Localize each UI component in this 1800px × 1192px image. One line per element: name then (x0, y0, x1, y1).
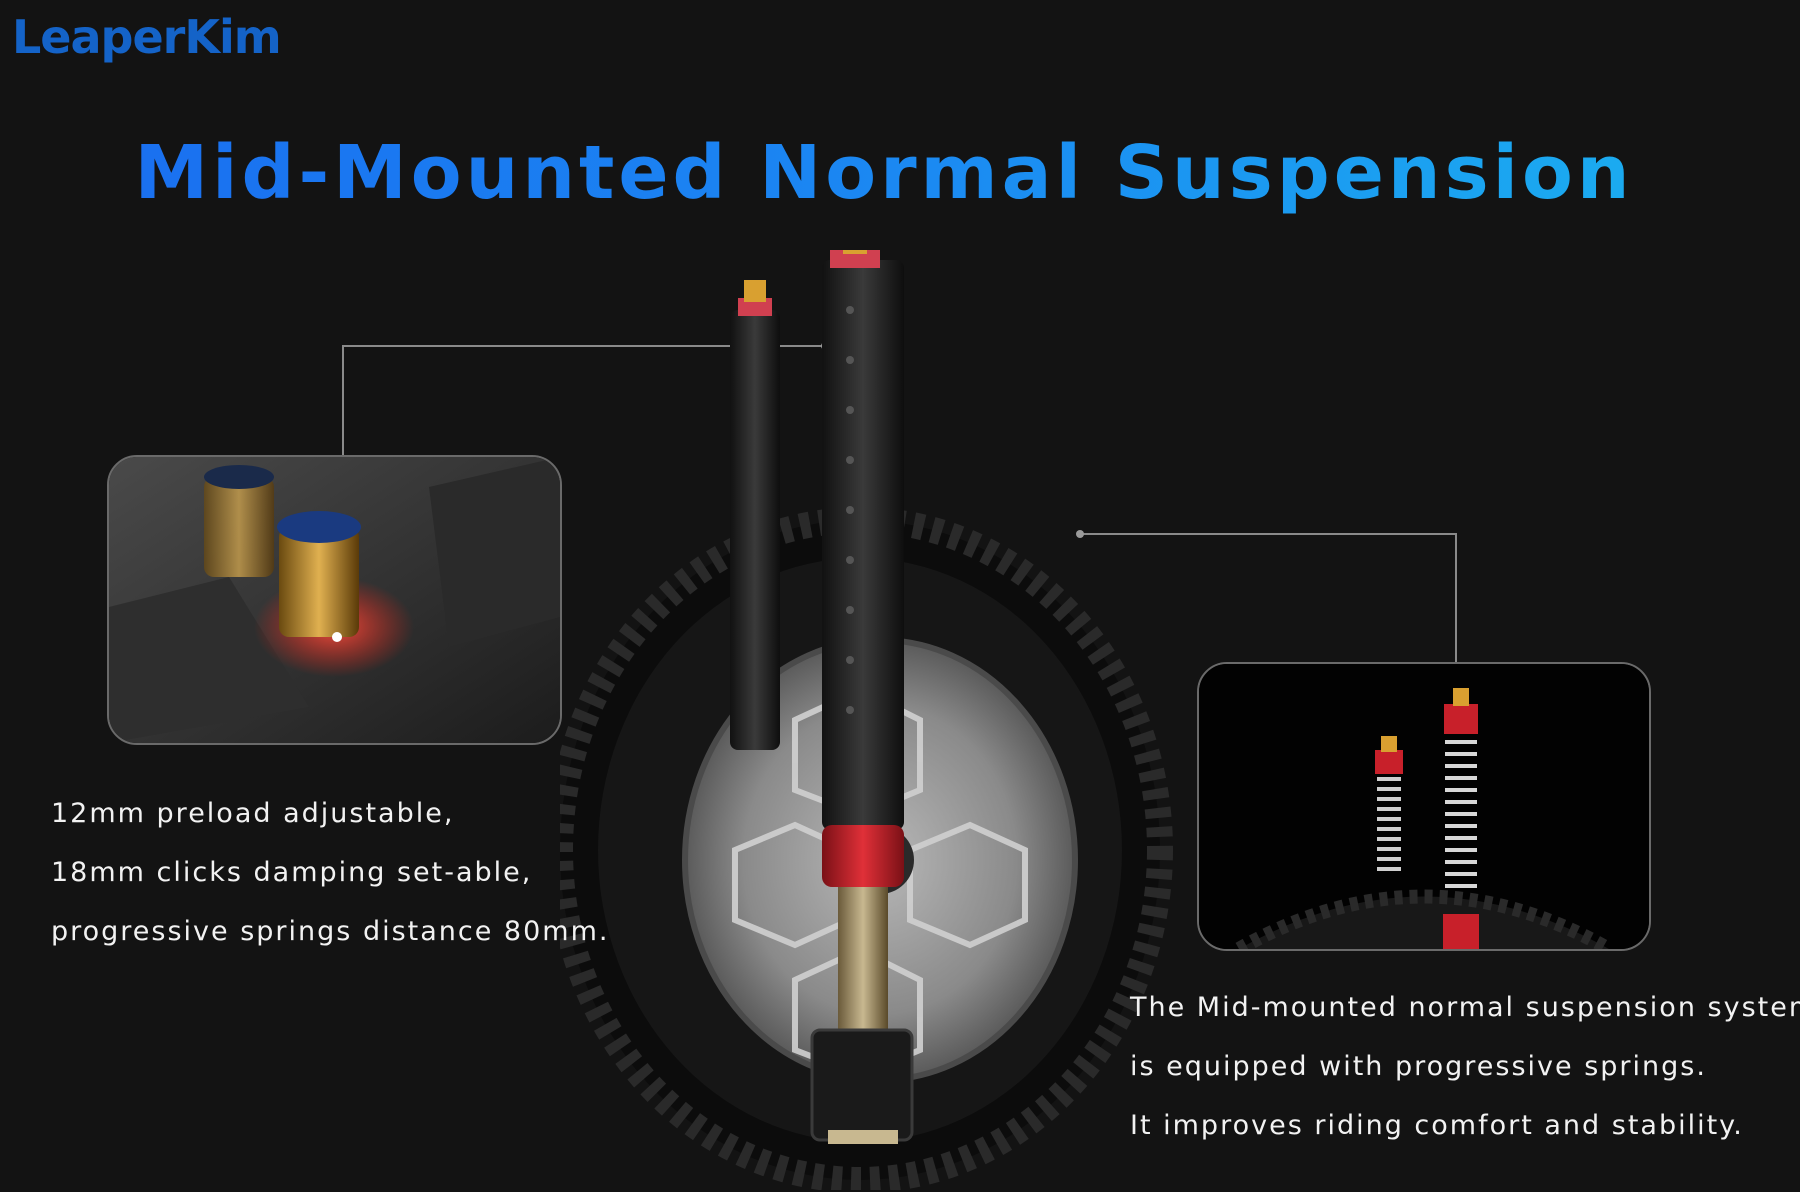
fork-stanchion (838, 887, 888, 1037)
feature-line: It improves riding comfort and stability… (1130, 1110, 1744, 1141)
right-callout-line (1080, 533, 1457, 662)
wheel-suspension-illustration (560, 250, 1173, 1190)
axle-clamp (810, 1028, 914, 1142)
preload-detail-photo (107, 455, 562, 745)
right-callout-dot (1076, 530, 1084, 538)
preload-feature-text: 12mm preload adjustable, 18mm clicks dam… (51, 784, 609, 961)
springs-feature-text: The Mid-mounted normal suspension system… (1130, 978, 1800, 1155)
springs-detail-photo (1197, 662, 1651, 951)
feature-line: progressive springs distance 80mm. (51, 916, 610, 947)
brand-logo: LeaperKim (12, 10, 282, 64)
fork-red-collar (822, 825, 904, 887)
feature-line: is equipped with progressive springs. (1130, 1051, 1707, 1082)
feature-line: 12mm preload adjustable, (51, 798, 455, 829)
left-callout-line (342, 345, 825, 455)
page-title: Mid-Mounted Normal Suspension (0, 130, 1768, 216)
feature-line: 18mm clicks damping set-able, (51, 857, 533, 888)
rear-tube (730, 310, 780, 750)
fork-upper (822, 260, 904, 830)
feature-line: The Mid-mounted normal suspension system (1130, 992, 1800, 1023)
